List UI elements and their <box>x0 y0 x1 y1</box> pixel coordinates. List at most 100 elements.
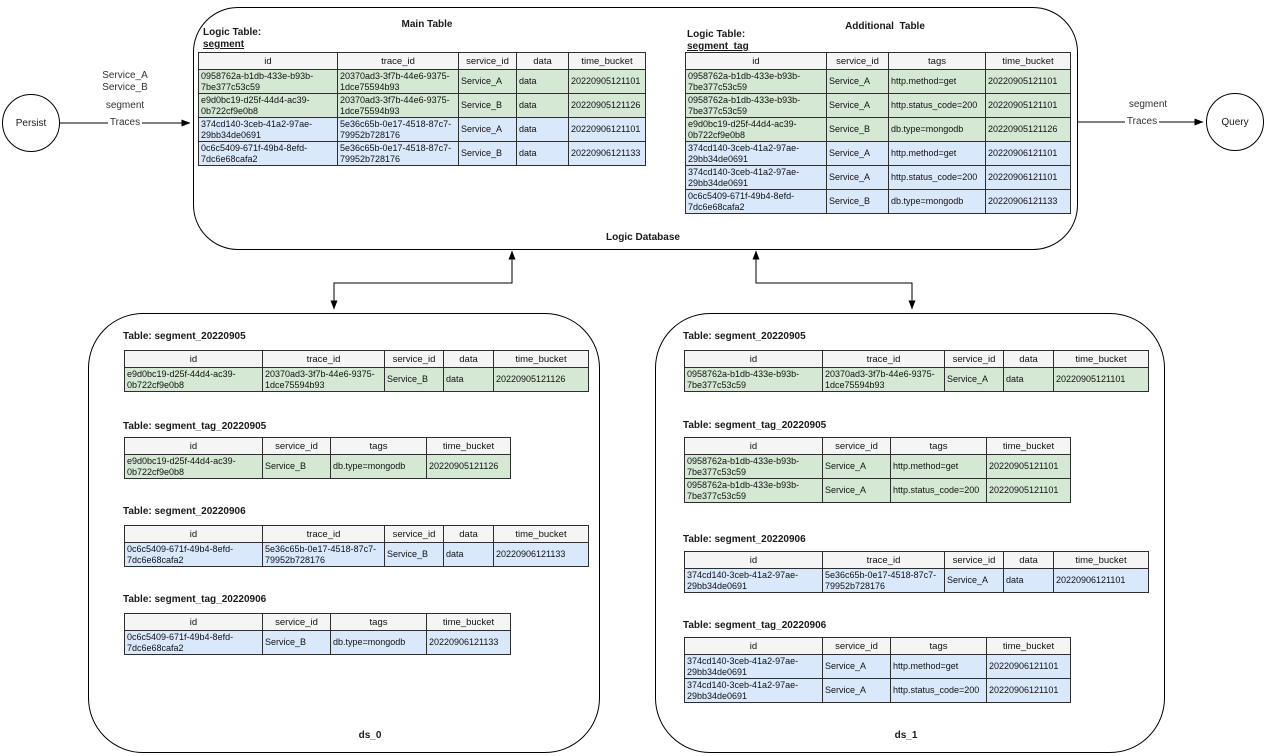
column-header: time_bucket <box>1053 350 1149 368</box>
table-cell: 374cd140-3ceb-41a2-97ae-29bb34de0691 <box>685 165 827 190</box>
table-cell: Service_B <box>384 367 444 392</box>
column-header: service_id <box>458 52 517 70</box>
table-cell: data <box>516 117 569 142</box>
column-header: service_id <box>384 525 444 543</box>
table-cell: 20220906121133 <box>493 542 589 567</box>
table-cell: Service_A <box>826 141 889 166</box>
table-cell: Service_B <box>262 454 331 479</box>
table-cell: Service_B <box>458 141 517 166</box>
table-cell: db.type=mongodb <box>888 117 986 142</box>
column-header: service_id <box>262 437 331 455</box>
ds0-segment-20220905-title: Table: segment_20220905 <box>123 331 246 342</box>
table-cell: 374cd140-3ceb-41a2-97ae-29bb34de0691 <box>684 568 823 593</box>
table-cell: 20220905121126 <box>568 93 646 118</box>
table-cell: Service_B <box>384 542 444 567</box>
table-cell: Service_B <box>458 93 517 118</box>
column-header: time_bucket <box>493 350 589 368</box>
column-header: tags <box>888 52 986 70</box>
table-cell: Service_A <box>458 117 517 142</box>
column-header: time_bucket <box>985 52 1071 70</box>
column-header: trace_id <box>262 350 385 368</box>
persist-arrow-segment-label: segment <box>105 100 145 111</box>
table-cell: 20220906121101 <box>568 117 646 142</box>
table-cell: 0c6c5409-671f-49b4-8efd-7dc6e68cafa2 <box>198 141 338 166</box>
table-cell: 20220905121101 <box>1053 367 1149 392</box>
persist-node-label: Persist <box>15 117 47 129</box>
table-cell: 20370ad3-3f7b-44e6-9375-1dce75594b93 <box>337 69 459 94</box>
table-cell: 20220905121101 <box>986 478 1071 503</box>
table-cell: Service_A <box>822 478 891 503</box>
column-header: service_id <box>826 52 889 70</box>
query-node-label: Query <box>1221 116 1249 128</box>
table-cell: Service_A <box>944 568 1004 593</box>
column-header: data <box>516 52 569 70</box>
column-header: trace_id <box>337 52 459 70</box>
table-cell: 0958762a-b1db-433e-b93b-7be377c53c59 <box>684 454 823 479</box>
table-cell: 0958762a-b1db-433e-b93b-7be377c53c59 <box>685 69 827 94</box>
column-header: tags <box>330 437 427 455</box>
column-header: tags <box>330 613 427 631</box>
table-cell: Service_A <box>826 69 889 94</box>
table-cell: 20220905121126 <box>985 117 1071 142</box>
table-cell: Service_B <box>262 630 331 655</box>
column-header: id <box>124 613 263 631</box>
table-cell: 20220906121101 <box>985 141 1071 166</box>
table-cell: 20220906121133 <box>985 189 1071 214</box>
table-cell: e9d0bc19-d25f-44d4-ac39-0b722cf9e0b8 <box>124 367 263 392</box>
table-cell: 20220905121101 <box>986 454 1071 479</box>
table-cell: http.status_code=200 <box>888 93 986 118</box>
table-cell: Service_A <box>822 454 891 479</box>
table-cell: db.type=mongodb <box>330 630 427 655</box>
additional-logic-table-heading: Logic Table: segment_tag <box>687 29 749 52</box>
table-cell: Service_A <box>822 678 891 703</box>
column-header: tags <box>890 637 987 655</box>
column-header: time_bucket <box>986 437 1071 455</box>
ds0-segment-tag-20220905-title: Table: segment_tag_20220905 <box>123 421 267 432</box>
column-header: service_id <box>822 437 891 455</box>
table-cell: 20220905121126 <box>493 367 589 392</box>
table-cell: 20220906121101 <box>986 654 1071 679</box>
column-header: service_id <box>384 350 444 368</box>
persist-arrow-services-label: Service_A Service_B <box>75 70 175 94</box>
table-cell: db.type=mongodb <box>888 189 986 214</box>
table-cell: data <box>443 367 494 392</box>
ds1-label: ds_1 <box>894 730 918 741</box>
column-header: time_bucket <box>568 52 646 70</box>
column-header: data <box>1003 350 1054 368</box>
table-cell: 374cd140-3ceb-41a2-97ae-29bb34de0691 <box>684 678 823 703</box>
table-cell: data <box>1003 367 1054 392</box>
column-header: service_id <box>822 637 891 655</box>
table-cell: e9d0bc19-d25f-44d4-ac39-0b722cf9e0b8 <box>198 93 338 118</box>
ds0-segment-20220906-title: Table: segment_20220906 <box>123 506 246 517</box>
query-arrow-segment-label: segment <box>1128 99 1168 110</box>
column-header: data <box>1003 551 1054 569</box>
column-header: id <box>685 52 827 70</box>
table-cell: data <box>516 93 569 118</box>
column-header: service_id <box>944 350 1004 368</box>
service-a-label: Service_A <box>102 70 148 81</box>
table-cell: Service_B <box>826 117 889 142</box>
table-cell: Service_A <box>944 367 1004 392</box>
table-cell: 0c6c5409-671f-49b4-8efd-7dc6e68cafa2 <box>124 542 263 567</box>
table-cell: 20220905121101 <box>985 93 1071 118</box>
persist-arrow-traces-label: Traces <box>107 117 143 128</box>
